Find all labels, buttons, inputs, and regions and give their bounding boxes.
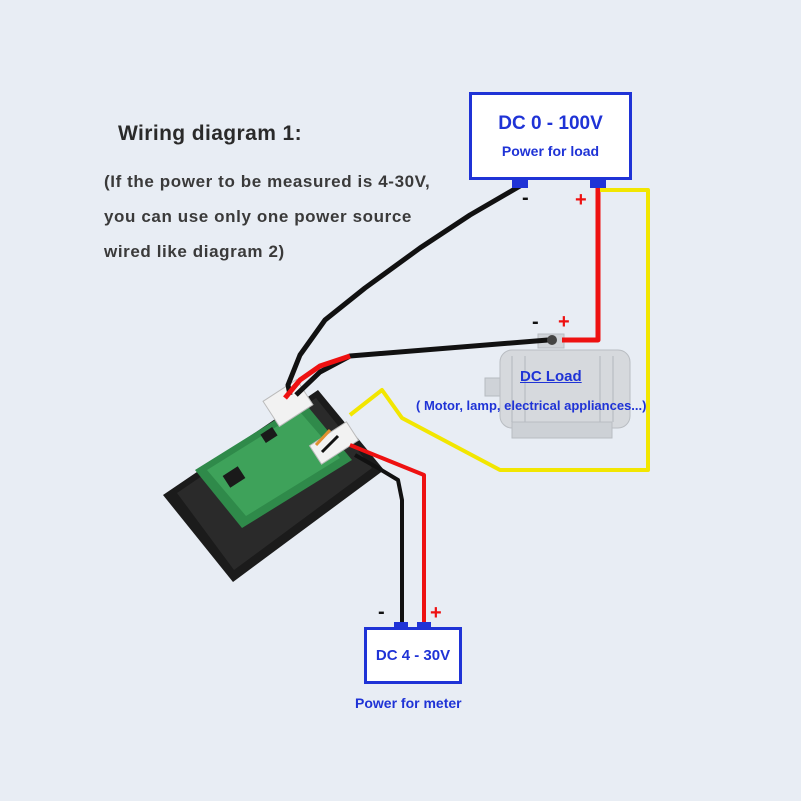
voltmeter-ammeter-module — [163, 378, 384, 582]
dc-load-label: DC Load — [520, 368, 582, 385]
load-supply-plus-sign: + — [575, 189, 587, 211]
note-line-1: (If the power to be measured is 4-30V, — [104, 172, 431, 191]
meter-supply-label: DC 4 - 30V — [375, 647, 451, 664]
note-line-2: you can use only one power source — [104, 207, 412, 226]
load-supply-label: DC 0 - 100V — [498, 113, 603, 134]
meter-supply-sublabel: Power for meter — [355, 695, 462, 711]
meter-supply-plus-sign: + — [430, 602, 442, 624]
meter-power-supply-box: DC 4 - 30V — [364, 627, 462, 684]
note-line-3: wired like diagram 2) — [104, 242, 285, 261]
load-plus-sign: + — [558, 311, 570, 333]
dc-load-motor — [484, 333, 631, 439]
load-supply-sublabel: Power for load — [501, 143, 600, 159]
meter-supply-minus-sign: - — [378, 601, 385, 623]
dc-load-description: ( Motor, lamp, electrical appliances...) — [416, 398, 647, 413]
load-minus-sign: - — [532, 311, 539, 333]
load-supply-minus-sign: - — [522, 187, 529, 209]
diagram-title: Wiring diagram 1: — [118, 122, 302, 145]
load-power-supply-box: DC 0 - 100V Power for load — [469, 92, 632, 180]
